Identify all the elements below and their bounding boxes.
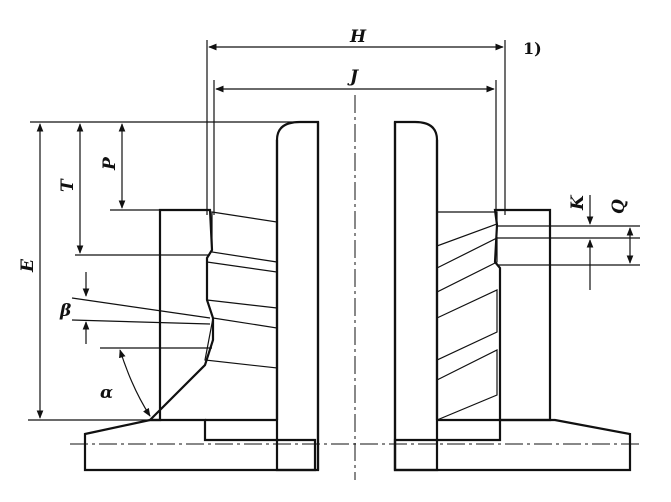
dimension-P: P (100, 123, 126, 209)
dimension-T: T (58, 123, 84, 254)
base-flange (83, 418, 632, 472)
label-beta: β (59, 301, 71, 321)
label-P: P (100, 156, 120, 171)
cavity-outlines (205, 140, 500, 422)
label-J: J (347, 67, 359, 87)
label-K: K (568, 194, 588, 211)
dimension-Q: Q (609, 199, 634, 264)
label-H: H (349, 27, 367, 47)
dimension-H: H (206, 27, 506, 215)
central-tube (275, 120, 439, 472)
dimension-E: E (18, 123, 44, 419)
label-alpha: α (100, 383, 113, 403)
left-extension-lines (28, 121, 300, 421)
right-thread-segments (436, 211, 498, 421)
left-thread-segments (204, 211, 278, 369)
dimension-K: K (568, 194, 594, 290)
dimension-beta: β (59, 272, 211, 344)
left-outer-wall (147, 208, 215, 422)
label-Q: Q (609, 199, 629, 214)
center-lines (70, 95, 640, 480)
right-outer-wall (493, 208, 552, 422)
footnote-ref: 1) (523, 39, 542, 58)
dimension-J: J (213, 67, 497, 215)
label-T: T (58, 178, 78, 192)
label-E: E (18, 258, 38, 273)
dimension-alpha: α (100, 347, 212, 417)
right-extension-lines (497, 225, 640, 266)
